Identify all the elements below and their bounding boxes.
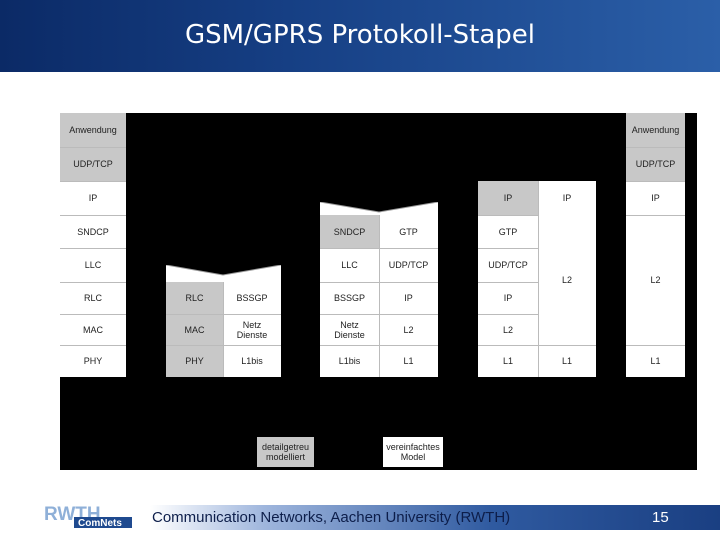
host-l2: L2 xyxy=(626,215,685,345)
sgsn-ip: IP xyxy=(379,282,438,314)
ggsn-l1: L1 xyxy=(478,345,538,377)
sgsn-sndcp: SNDCP xyxy=(320,215,379,248)
bss-phy: PHY xyxy=(166,345,223,377)
protocol-stack-diagram: Anwendung UDP/TCP IP SNDCP LLC RLC MAC P… xyxy=(60,113,697,470)
ggsn-ip: IP xyxy=(478,181,538,215)
bss-rlc: RLC xyxy=(166,282,223,314)
sgsn-llc: LLC xyxy=(320,248,379,282)
legend-detailed: detailgetreu modelliert xyxy=(257,437,314,467)
ms-ip: IP xyxy=(60,181,126,215)
logo-bottom-text: ComNets xyxy=(78,518,122,529)
ggsn-l1-right: L1 xyxy=(538,345,596,377)
legend-simplified: vereinfachtes Model xyxy=(383,437,443,467)
footer-bar xyxy=(150,505,720,530)
page-number: 15 xyxy=(652,509,669,526)
title-bar xyxy=(0,0,720,72)
bss-llc-relay-shape xyxy=(166,265,281,283)
bss-netz-dienste: Netz Dienste xyxy=(223,314,281,345)
ggsn-ip-lower: IP xyxy=(478,282,538,314)
sgsn-bssgp: BSSGP xyxy=(320,282,379,314)
ms-anwendung: Anwendung xyxy=(60,113,126,147)
sgsn-l1bis: L1bis xyxy=(320,345,379,377)
ggsn-ip-right: IP xyxy=(538,181,596,215)
footer-text: Communication Networks, Aachen Universit… xyxy=(152,509,511,526)
ggsn-udptcp: UDP/TCP xyxy=(478,248,538,282)
ggsn-l2-right: L2 xyxy=(538,215,596,345)
sgsn-netz-dienste: Netz Dienste xyxy=(320,314,379,345)
ms-udptcp: UDP/TCP xyxy=(60,147,126,181)
slide-title: GSM/GPRS Protokoll-Stapel xyxy=(184,20,536,50)
ggsn-gtp: GTP xyxy=(478,215,538,248)
host-l1: L1 xyxy=(626,345,685,377)
ms-phy: PHY xyxy=(60,345,126,377)
host-udptcp: UDP/TCP xyxy=(626,147,685,181)
sgsn-udptcp: UDP/TCP xyxy=(379,248,438,282)
bss-l1bis: L1bis xyxy=(223,345,281,377)
host-anwendung: Anwendung xyxy=(626,113,685,147)
ms-sndcp: SNDCP xyxy=(60,215,126,248)
ms-mac: MAC xyxy=(60,314,126,345)
ms-llc: LLC xyxy=(60,248,126,282)
sgsn-relay-shape xyxy=(320,202,438,216)
bss-bssgp: BSSGP xyxy=(223,282,281,314)
host-ip: IP xyxy=(626,181,685,215)
sgsn-l1: L1 xyxy=(379,345,438,377)
bss-mac: MAC xyxy=(166,314,223,345)
ggsn-l2: L2 xyxy=(478,314,538,345)
sgsn-l2: L2 xyxy=(379,314,438,345)
rwth-comnets-logo: RWTH ComNets xyxy=(42,503,134,529)
ms-rlc: RLC xyxy=(60,282,126,314)
sgsn-gtp: GTP xyxy=(379,215,438,248)
